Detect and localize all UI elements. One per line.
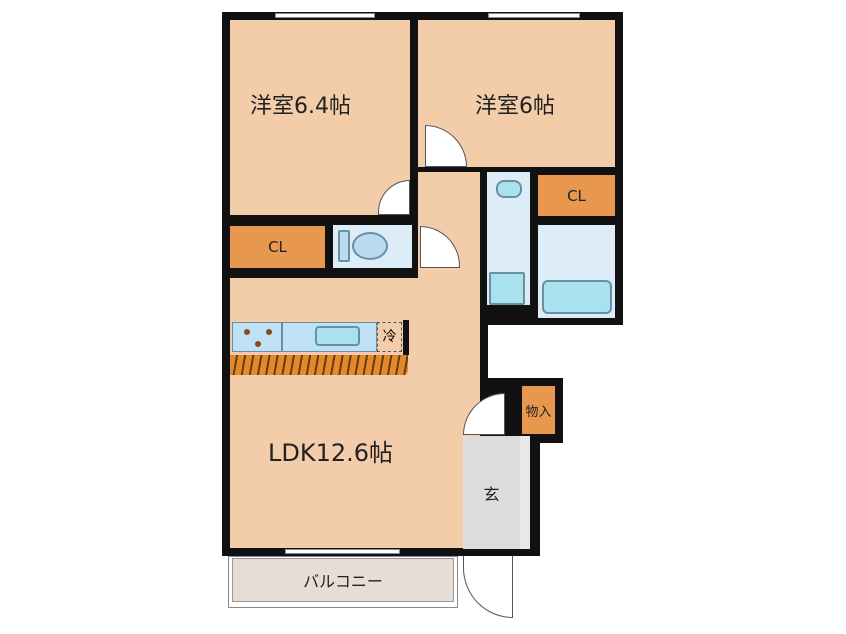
fridge-space: 冷 — [377, 322, 402, 352]
stove-burner-icon — [255, 341, 261, 347]
kitchen-stove — [232, 322, 282, 352]
stove-burner-icon — [244, 329, 250, 335]
closet-1: CL — [230, 226, 325, 268]
window — [275, 13, 375, 18]
front-door — [463, 556, 513, 618]
entrance: 玄 — [463, 436, 530, 549]
kitchen-wood-counter — [230, 355, 408, 375]
window — [488, 13, 580, 18]
window — [285, 549, 400, 554]
bedroom-2-label: 洋室6帖 — [475, 94, 555, 119]
fridge-wall — [403, 320, 409, 355]
stove-burner-icon — [266, 329, 272, 335]
bathtub-icon — [542, 280, 612, 314]
bedroom-1 — [230, 20, 410, 215]
ldk-label: LDK12.6帖 — [268, 439, 394, 467]
washer-icon — [489, 272, 525, 305]
closet-2: CL — [538, 175, 615, 216]
storage: 物入 — [522, 386, 555, 434]
sink-icon — [496, 180, 522, 198]
kitchen-sink-icon — [315, 326, 360, 346]
balcony-floor: バルコニー — [232, 558, 454, 602]
toilet-icon — [352, 232, 388, 260]
bedroom-1-label: 洋室6.4帖 — [250, 94, 351, 119]
toilet-tank-icon — [338, 230, 350, 262]
ldk-lower — [230, 380, 455, 548]
